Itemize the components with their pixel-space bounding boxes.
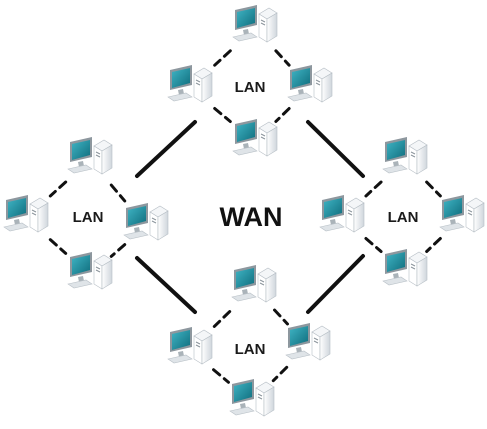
desktop-computer-icon	[285, 322, 331, 361]
lan-link-right-1	[425, 180, 442, 198]
lan-link-left-1	[109, 183, 127, 203]
desktop-computer-icon	[439, 194, 485, 233]
lan-link-top-3	[274, 107, 291, 123]
lan-link-left-0	[48, 180, 68, 198]
wan-label: WAN	[220, 202, 283, 232]
wan-link-right-bottom	[306, 254, 365, 314]
desktop-computer-icon	[3, 194, 49, 233]
lan-link-bottom-1	[273, 308, 289, 326]
wan-link-top-left	[135, 120, 197, 178]
desktop-computer-icon	[123, 202, 169, 241]
lan-link-right-0	[364, 180, 383, 198]
wan-link-top-right	[306, 120, 365, 178]
desktop-computer-icon	[382, 136, 428, 175]
lan-link-bottom-0	[212, 310, 232, 328]
wan-link-left-bottom	[135, 256, 197, 314]
lan-label-bottom: LAN	[235, 341, 266, 358]
desktop-computer-icon	[67, 136, 113, 175]
lan-link-top-2	[213, 107, 232, 123]
lan-links	[48, 49, 442, 384]
lan-link-bottom-3	[271, 365, 289, 383]
lan-link-right-3	[425, 237, 442, 253]
desktop-computer-icon	[167, 64, 213, 103]
lan-link-left-3	[109, 243, 127, 258]
lan-link-left-2	[48, 238, 68, 255]
desktop-computer-icon	[167, 326, 213, 365]
desktop-computer-icon	[232, 118, 278, 157]
lan-label-left: LAN	[73, 209, 104, 226]
wan-links	[135, 120, 365, 314]
desktop-computer-icon	[67, 251, 113, 290]
lan-label-right: LAN	[388, 209, 419, 226]
lan-link-right-2	[364, 237, 383, 253]
desktop-computer-icon	[229, 378, 275, 417]
lan-label-top: LAN	[235, 79, 266, 96]
lan-link-top-0	[213, 49, 232, 67]
lan-link-top-1	[274, 49, 291, 67]
lan-link-bottom-2	[212, 368, 230, 384]
desktop-computer-icon	[319, 194, 365, 233]
desktop-computer-icon	[287, 64, 333, 103]
desktop-computer-icon	[382, 248, 428, 287]
desktop-computer-icon	[232, 4, 278, 43]
desktop-computer-icon	[231, 264, 277, 303]
